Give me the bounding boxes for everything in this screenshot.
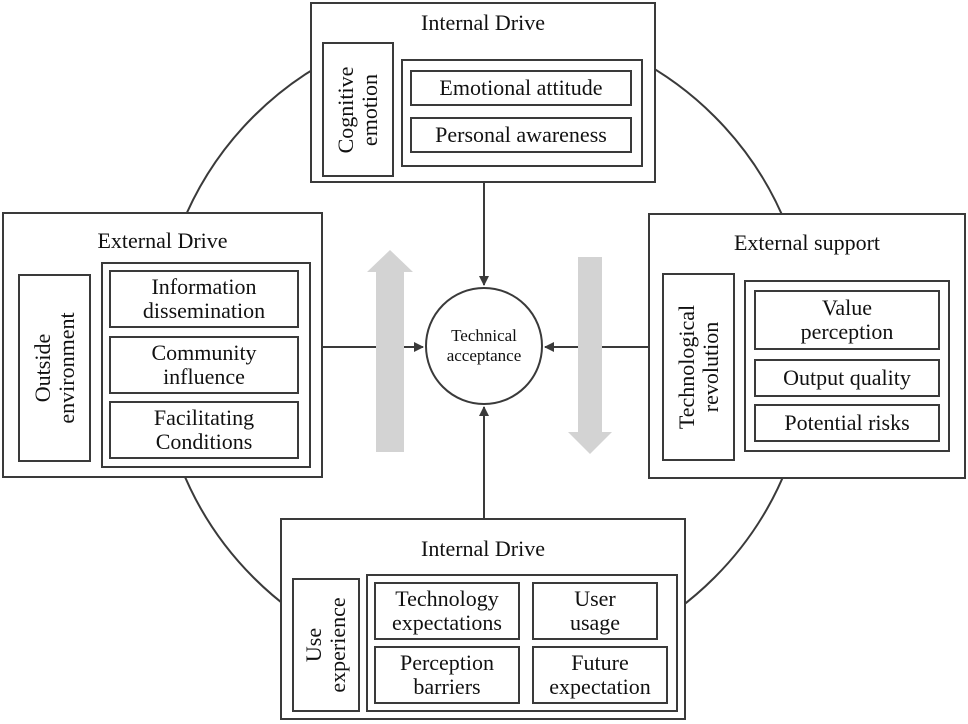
right-side-label-box: Technological revolution [662, 273, 735, 461]
right-item: Value perception [754, 290, 940, 350]
right-items-group: Value perception Output quality Potentia… [744, 280, 950, 452]
bottom-item: Technology expectations [374, 582, 520, 640]
bottom-item: User usage [532, 582, 658, 640]
bottom-item: Perception barriers [374, 646, 520, 704]
left-box-title: External Drive [97, 228, 228, 253]
flow-arrow-down [568, 257, 612, 454]
top-internal-drive-box: Internal Drive Cognitive emotion Emotion… [310, 2, 656, 183]
top-side-label: Cognitive emotion [333, 66, 382, 153]
left-item: Community influence [109, 336, 299, 394]
top-box-title: Internal Drive [421, 10, 545, 35]
bottom-internal-drive-box: Internal Drive Use experience Technology… [280, 518, 686, 720]
technical-acceptance-node: Technical acceptance [425, 287, 543, 405]
left-items-group: Information dissemination Community infl… [101, 262, 311, 468]
bottom-item: Future expectation [532, 646, 668, 704]
left-side-label-box: Outside environment [18, 274, 91, 462]
right-external-support-box: External support Technological revolutio… [648, 213, 966, 479]
right-side-label: Technological revolution [673, 304, 723, 430]
bottom-side-label-box: Use experience [292, 578, 360, 712]
right-box-title: External support [733, 230, 881, 255]
top-items-group: Emotional attitude Personal awareness [401, 59, 643, 167]
right-item: Output quality [754, 359, 940, 397]
bottom-box-title: Internal Drive [421, 536, 545, 561]
right-item: Potential risks [754, 404, 940, 442]
left-side-label: Outside environment [29, 312, 79, 424]
left-external-drive-box: External Drive Outside environment Infor… [2, 212, 323, 478]
bottom-side-label: Use experience [301, 597, 350, 693]
left-item: Facilitating Conditions [109, 401, 299, 459]
top-item: Personal awareness [410, 117, 632, 153]
top-item: Emotional attitude [410, 70, 632, 106]
top-side-label-box: Cognitive emotion [322, 42, 394, 177]
bottom-items-group: Technology expectations User usage Perce… [366, 574, 678, 712]
left-item: Information dissemination [109, 270, 299, 328]
flow-arrow-up [367, 250, 413, 452]
